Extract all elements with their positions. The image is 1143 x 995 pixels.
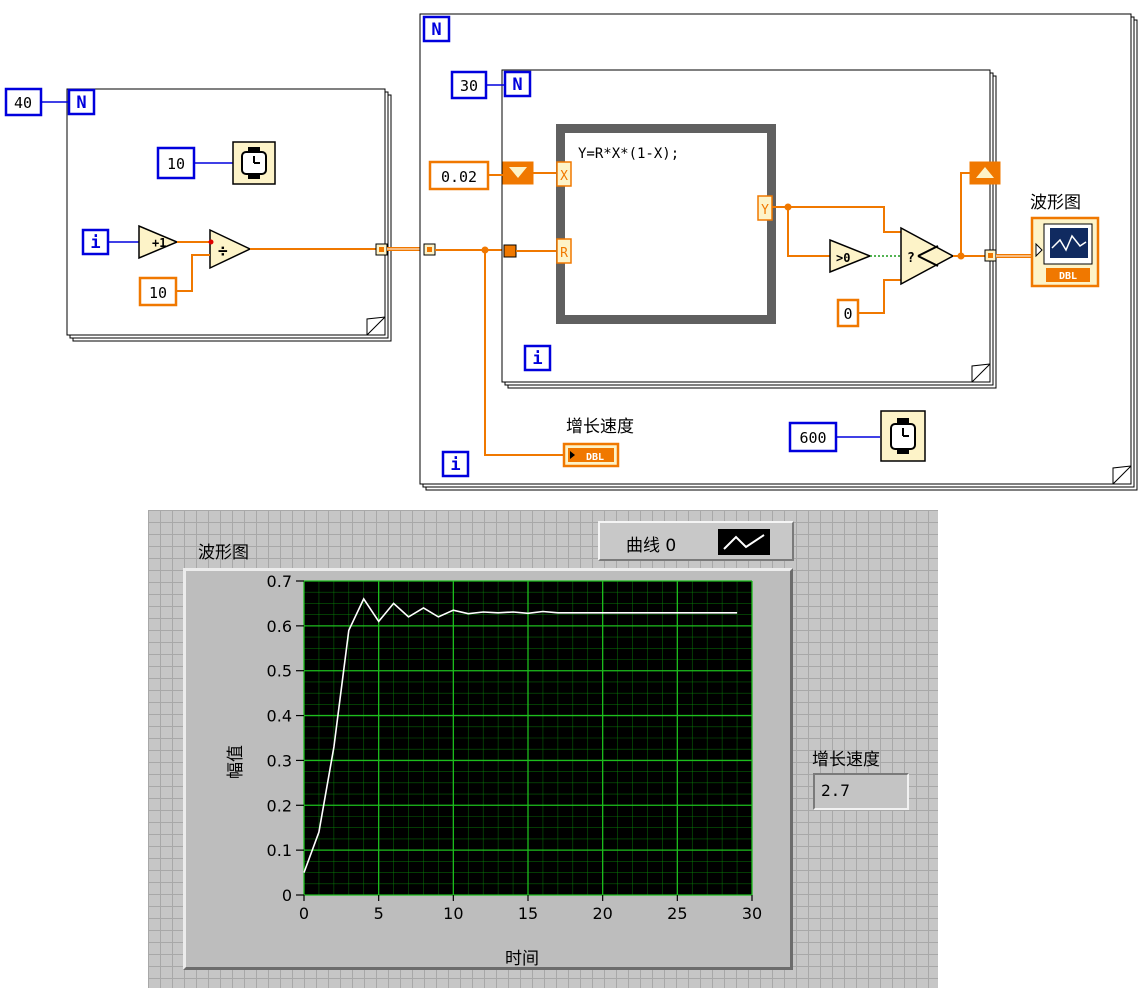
y-tick-label: 0.6 bbox=[267, 617, 292, 636]
tunnel-r-inner[interactable] bbox=[503, 244, 517, 258]
svg-text:0.02: 0.02 bbox=[441, 168, 477, 186]
svg-text:÷: ÷ bbox=[218, 241, 228, 260]
x-axis-ticks: 0 5 10 15 20 25 30 bbox=[299, 895, 762, 923]
svg-text:?: ? bbox=[907, 251, 915, 266]
wait-timer-icon[interactable] bbox=[232, 141, 276, 185]
waveform-graph-terminal[interactable]: DBL bbox=[1030, 216, 1100, 288]
divide-node[interactable]: ÷ bbox=[208, 228, 252, 270]
legend-plot-name: 曲线 0 bbox=[626, 536, 677, 556]
wait-ms-constant-10[interactable]: 10 bbox=[156, 146, 196, 180]
y-tick-label: 0.3 bbox=[267, 751, 292, 770]
y-tick-label: 0 bbox=[282, 886, 292, 905]
loop-count-terminal-n-1[interactable]: N bbox=[67, 88, 96, 116]
svg-text:40: 40 bbox=[14, 94, 32, 112]
shift-register-right[interactable] bbox=[969, 161, 1001, 185]
formula-input-x[interactable]: X bbox=[556, 161, 572, 187]
svg-text:10: 10 bbox=[149, 284, 167, 302]
formula-node[interactable]: Y=R*X*(1-X); bbox=[556, 124, 776, 324]
formula-input-r[interactable]: R bbox=[556, 238, 572, 264]
x-tick-label: 0 bbox=[299, 904, 309, 923]
waveform-terminal-label: 波形图 bbox=[1030, 193, 1081, 213]
svg-text:>0: >0 bbox=[836, 251, 850, 265]
iteration-terminal-i-main[interactable]: i bbox=[441, 450, 470, 478]
y-axis-ticks: 0 0.1 0.2 0.3 0.4 0.5 0.6 0.7 bbox=[267, 572, 304, 905]
svg-text:+1: +1 bbox=[152, 236, 166, 250]
waveform-graph[interactable]: 0 5 10 15 20 25 30 0 0.1 0.2 0.3 0.4 0.5 0.6 0.7 时间 幅… bbox=[185, 572, 785, 967]
graph-label: 波形图 bbox=[198, 543, 249, 563]
growth-indicator-label: 增长速度 bbox=[812, 750, 880, 770]
increment-node[interactable]: +1 bbox=[138, 224, 179, 260]
formula-output-y[interactable]: Y bbox=[757, 195, 773, 221]
svg-text:i: i bbox=[90, 233, 100, 253]
y-tick-label: 0.2 bbox=[267, 796, 292, 815]
loop-count-40[interactable]: 40 bbox=[4, 87, 43, 117]
svg-text:600: 600 bbox=[799, 429, 826, 447]
iteration-terminal-i-1[interactable]: i bbox=[81, 228, 110, 256]
y-tick-label: 0.4 bbox=[267, 707, 292, 726]
x-axis-title: 时间 bbox=[505, 949, 539, 967]
svg-text:i: i bbox=[532, 349, 542, 369]
svg-text:DBL: DBL bbox=[586, 452, 604, 463]
x-tick-label: 25 bbox=[667, 904, 687, 923]
svg-text:N: N bbox=[512, 75, 522, 95]
svg-text:N: N bbox=[431, 20, 441, 40]
svg-text:R: R bbox=[560, 246, 568, 261]
x-tick-label: 5 bbox=[374, 904, 384, 923]
shift-register-left[interactable] bbox=[502, 161, 534, 185]
svg-text:DBL: DBL bbox=[1059, 271, 1077, 282]
svg-text:30: 30 bbox=[460, 77, 478, 95]
x-tick-label: 15 bbox=[518, 904, 538, 923]
series-layer bbox=[303, 597, 738, 873]
plot-legend[interactable]: 曲线 0 bbox=[598, 521, 794, 561]
loop-count-terminal-n-2[interactable]: N bbox=[422, 15, 451, 43]
svg-text:Y=R*X*(1-X);: Y=R*X*(1-X); bbox=[578, 146, 679, 162]
false-constant-0[interactable]: 0 bbox=[836, 298, 860, 328]
select-node[interactable]: ? bbox=[900, 226, 955, 286]
x-tick-label: 20 bbox=[592, 904, 612, 923]
setup-for-loop[interactable] bbox=[66, 88, 392, 342]
growth-indicator[interactable]: 2.7 bbox=[813, 773, 909, 810]
iteration-terminal-i-inner[interactable]: i bbox=[523, 344, 552, 372]
series-line bbox=[303, 597, 738, 873]
y-tick-label: 0.5 bbox=[267, 662, 292, 681]
divisor-constant-10[interactable]: 10 bbox=[138, 276, 178, 307]
y-axis-title: 幅值 bbox=[226, 745, 246, 779]
svg-text:Y: Y bbox=[761, 203, 769, 218]
x-tick-label: 10 bbox=[443, 904, 463, 923]
svg-text:0: 0 bbox=[843, 305, 852, 323]
x-tick-label: 30 bbox=[742, 904, 762, 923]
loop-count-30[interactable]: 30 bbox=[450, 70, 488, 100]
wait-timer-icon-2[interactable] bbox=[880, 410, 926, 462]
svg-text:N: N bbox=[76, 93, 86, 113]
svg-text:X: X bbox=[560, 169, 568, 184]
growth-terminal-label: 增长速度 bbox=[566, 417, 634, 437]
x-initial-constant[interactable]: 0.02 bbox=[428, 160, 490, 191]
output-tunnel-inner[interactable] bbox=[984, 249, 997, 262]
greater-than-zero-node[interactable]: >0 bbox=[829, 238, 873, 274]
growth-indicator-terminal[interactable]: DBL bbox=[562, 442, 620, 468]
input-tunnel-main[interactable] bbox=[423, 243, 436, 256]
svg-text:10: 10 bbox=[167, 155, 185, 173]
wait-ms-constant-600[interactable]: 600 bbox=[788, 421, 838, 453]
loop-count-terminal-n-3[interactable]: N bbox=[503, 70, 532, 98]
legend-line-swatch[interactable] bbox=[718, 529, 770, 555]
y-tick-label: 0.1 bbox=[267, 841, 292, 860]
y-tick-label: 0.7 bbox=[267, 572, 292, 591]
output-tunnel-1[interactable] bbox=[375, 243, 388, 256]
svg-text:i: i bbox=[450, 455, 460, 475]
